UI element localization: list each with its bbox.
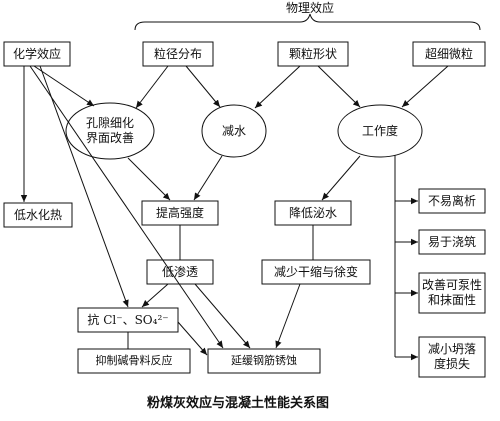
arrow-shape-to-water	[254, 65, 301, 109]
arrow-size-to-water	[185, 65, 221, 108]
reduce-shrinkage-box	[261, 259, 371, 285]
pore-refinement-label: 孔隙细化 界面改善	[85, 116, 134, 145]
pore-refinement-ellipse	[65, 102, 155, 160]
ultrafine-label: 超细微粒	[424, 47, 474, 61]
arrow-anti-chloride-to-corrosion	[177, 321, 208, 356]
physical-effect-brace	[134, 13, 481, 31]
arrow-ultrafine-to-workability	[401, 65, 449, 108]
particle-shape-box	[277, 41, 349, 67]
easy-pour-label: 易于浇筑	[427, 235, 477, 249]
arrow-chemical-to-delay-corrosion	[29, 65, 224, 349]
raise-strength-label: 提高强度	[155, 206, 205, 220]
reduce-slump-loss-label: 减小坍落 度损失	[427, 342, 476, 371]
figure-caption: 粉煤灰效应与混凝土性能关系图	[146, 396, 330, 411]
low-hydration-heat-label: 低水化热	[13, 208, 63, 222]
workability-ellipse	[337, 104, 423, 158]
arrow-chemical-to-anti-chloride	[39, 65, 129, 308]
workability-label: 工作度	[361, 124, 399, 138]
reduce-slump-loss-box	[418, 336, 486, 378]
arrow-pore-to-strength	[127, 157, 171, 201]
chemical-effect-box	[3, 41, 71, 67]
arrow-chemical-to-pore	[33, 65, 95, 107]
delay-corrosion-box	[207, 348, 321, 374]
pumpability-box	[418, 272, 486, 314]
suppress-asr-box	[77, 348, 191, 374]
suppress-asr-label: 抑制碱骨料反应	[95, 354, 173, 367]
arrow-size-to-pore	[135, 65, 169, 109]
not-segregate-box	[418, 188, 486, 214]
low-permeability-label: 低渗透	[161, 265, 199, 279]
particle-shape-label: 颗粒形状	[288, 47, 338, 61]
arrow-shape-to-workability	[317, 65, 361, 108]
particle-size-label: 粒径分布	[153, 47, 203, 61]
pumpability-label: 改善可泵性 和抹面性	[421, 278, 482, 307]
physical-effect-label: 物理效应	[285, 1, 335, 15]
arrow-permeability-to-corrosion	[194, 283, 251, 349]
arrow-water-to-strength	[193, 155, 223, 201]
arrow-permeability-to-anti-chloride	[141, 283, 169, 308]
arrow-workability-to-bleeding	[321, 155, 361, 201]
water-reduction-ellipse	[201, 104, 267, 158]
arrow-shrinkage-to-corrosion	[275, 283, 301, 349]
reduce-shrinkage-label: 减少干缩与徐变	[273, 265, 359, 279]
not-segregate-label: 不易离析	[427, 194, 477, 208]
water-reduction-label: 减水	[221, 124, 247, 138]
reduce-bleeding-label: 降低泌水	[288, 206, 338, 220]
easy-pour-box	[418, 229, 486, 255]
ultrafine-box	[412, 41, 486, 67]
low-hydration-heat-box	[3, 202, 73, 228]
particle-size-box	[142, 41, 214, 67]
anti-chloride-label: 抗 Cl⁻、SO₄²⁻	[87, 313, 169, 327]
delay-corrosion-label: 延缓钢筋锈蚀	[231, 354, 297, 367]
chemical-effect-label: 化学效应	[12, 47, 62, 61]
